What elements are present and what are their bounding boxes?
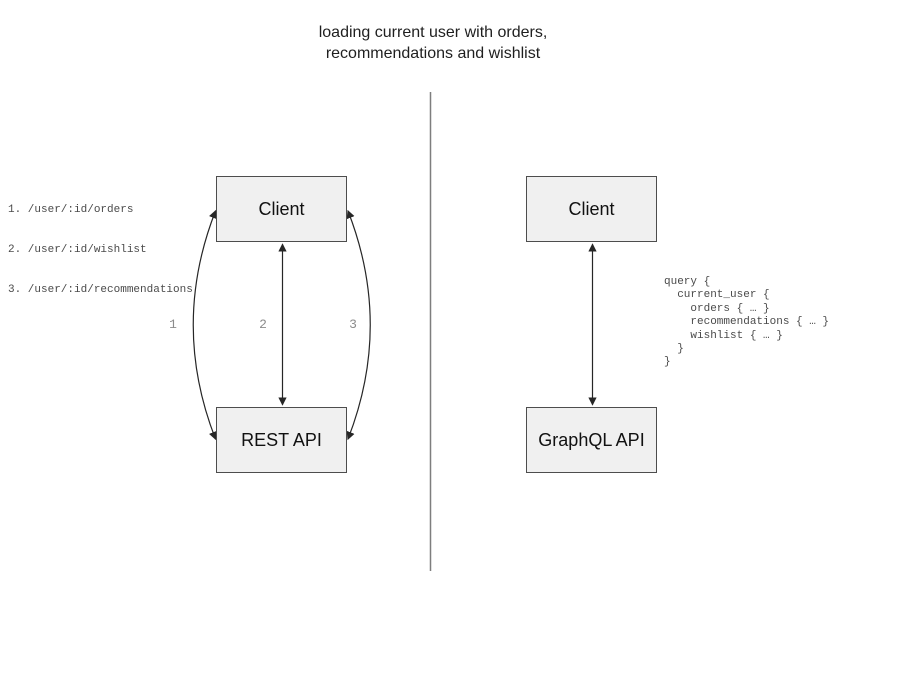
rest-api-label: REST API (241, 429, 322, 450)
rest-route-wishlist: 2. /user/:id/wishlist (8, 244, 147, 257)
diagram-title: loading current user with orders, recomm… (0, 22, 866, 64)
arrow-label-3: 3 (349, 317, 357, 332)
graphql-api-label: GraphQL API (538, 429, 645, 450)
diagram-title-line2: recommendations and wishlist (325, 45, 541, 62)
arrow-label-1: 1 (169, 317, 177, 332)
graphql-api-box: GraphQL API (526, 407, 657, 473)
rest-arrow-1-curve (192, 209, 217, 441)
graphql-query-snippet: query { current_user { orders { … } reco… (664, 276, 830, 369)
diagram-title-line1: loading current user with orders, (318, 24, 548, 41)
graphql-client-box: Client (526, 176, 657, 242)
arrow-label-2: 2 (259, 317, 267, 332)
rest-client-box: Client (216, 176, 347, 242)
rest-api-box: REST API (216, 407, 347, 473)
rest-client-label: Client (258, 198, 305, 219)
rest-route-recommendations: 3. /user/:id/recommendations (8, 284, 193, 297)
rest-routes-list: 1. /user/:id/orders 2. /user/:id/wishlis… (8, 177, 193, 324)
rest-route-orders: 1. /user/:id/orders (8, 203, 134, 216)
graphql-client-label: Client (568, 198, 615, 219)
